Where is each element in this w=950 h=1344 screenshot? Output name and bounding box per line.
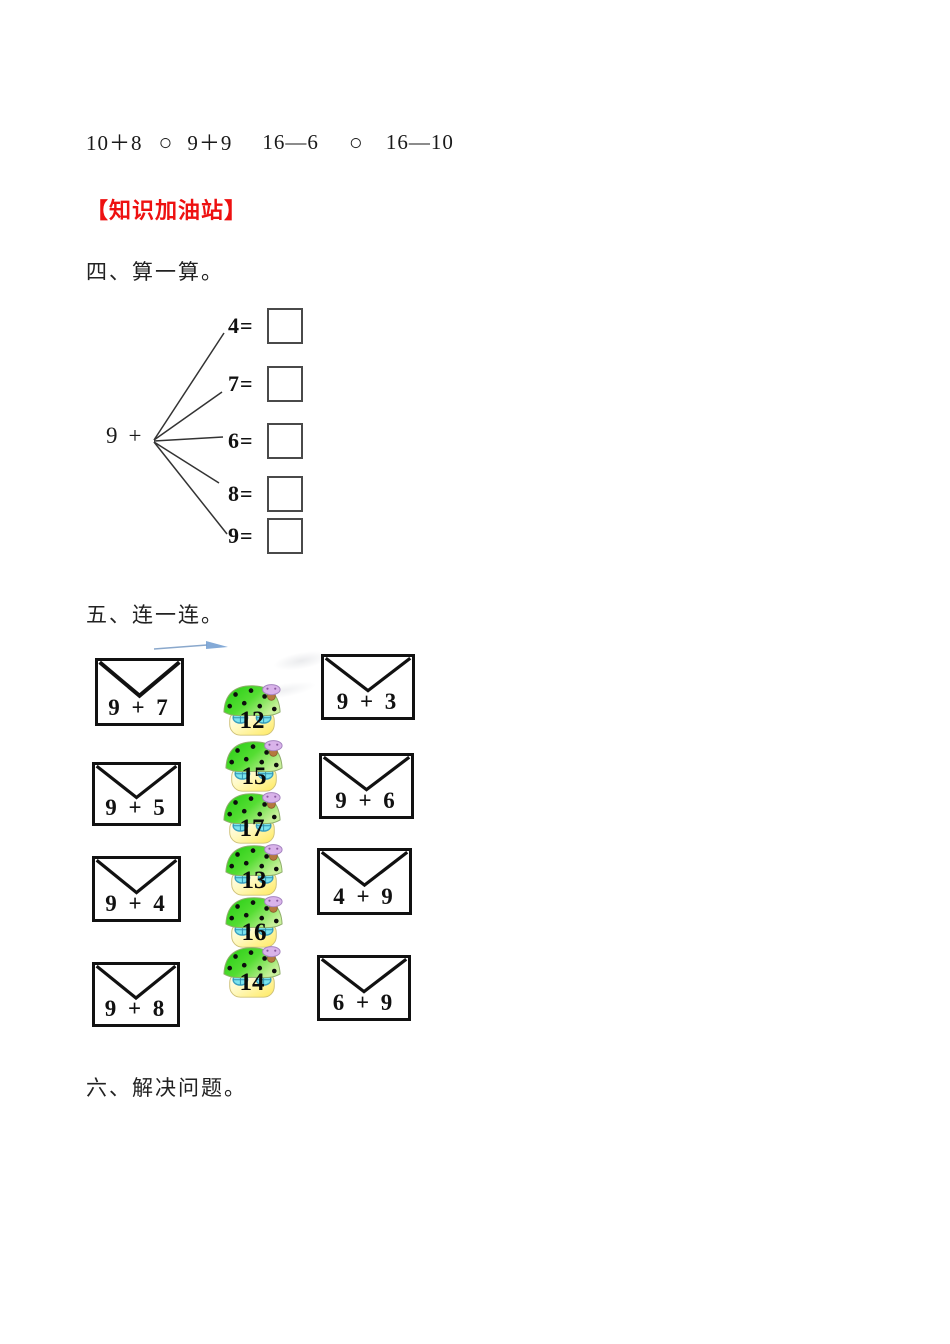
- mushroom-13[interactable]: 13: [223, 842, 285, 898]
- section4-title: 四、算一算。: [86, 260, 224, 284]
- envelope-label: 9 + 3: [336, 689, 400, 714]
- envelope-flap-icon: [320, 851, 409, 889]
- envelope-flap-icon: [324, 657, 412, 694]
- mushroom-number: 15: [241, 763, 267, 790]
- comparison-expression: 16—10: [385, 129, 454, 154]
- knowledge-station-heading: 【知识加油站】: [86, 198, 248, 223]
- envelope-label: 6 + 9: [332, 990, 396, 1015]
- fan-row: 7=: [228, 366, 303, 402]
- fan-row-label: 8=: [228, 481, 254, 506]
- fan-row-label: 4=: [228, 313, 254, 338]
- envelope-9plus8[interactable]: 9 + 8: [92, 962, 180, 1027]
- fan-row-label: 7=: [228, 371, 254, 396]
- envelope-9plus7[interactable]: 9 + 7: [95, 658, 184, 726]
- envelope-flap-icon: [95, 859, 178, 896]
- envelope-4plus9[interactable]: 4 + 9: [317, 848, 412, 915]
- answer-box[interactable]: [267, 476, 303, 512]
- envelope-label: 9 + 4: [105, 891, 168, 916]
- fan-base-number: 9: [106, 423, 118, 448]
- blue-arrow-artifact: [153, 641, 228, 650]
- comparison-circle-1[interactable]: ○: [158, 129, 174, 155]
- envelope-flap-icon: [95, 765, 178, 801]
- mushroom-number: 17: [239, 815, 265, 842]
- comparison-circle-2[interactable]: ○: [348, 129, 364, 155]
- envelope-flap-icon: [320, 958, 408, 995]
- fan-row-label: 9=: [228, 523, 254, 548]
- answer-box[interactable]: [267, 366, 303, 402]
- envelope-label: 9 + 7: [108, 695, 171, 720]
- envelope-label: 4 + 9: [333, 884, 396, 909]
- mushroom-15[interactable]: 15: [223, 738, 285, 794]
- mushroom-16[interactable]: 16: [223, 894, 285, 950]
- answer-box[interactable]: [267, 518, 303, 554]
- comparison-expression: 10＋8: [86, 131, 143, 155]
- mushroom-17[interactable]: 17: [221, 790, 283, 846]
- answer-box[interactable]: [267, 308, 303, 344]
- mushroom-12[interactable]: 12: [221, 682, 283, 738]
- section5-title: 五、连一连。: [86, 603, 224, 627]
- comparison-expression: 9＋9: [187, 131, 233, 155]
- comparison-expression: 16—6: [262, 129, 319, 154]
- mushroom-number: 14: [239, 969, 265, 996]
- section6-title: 六、解决问题。: [86, 1076, 247, 1100]
- fan-row: 9=: [228, 518, 303, 554]
- comparison-exercise-row: 10＋8 ○ 9＋9 16—6 ○ 16—10: [86, 127, 454, 157]
- mushroom-number: 13: [241, 867, 267, 894]
- mushroom-number: 16: [241, 919, 267, 946]
- fan-operator: +: [128, 423, 142, 448]
- envelope-9plus5[interactable]: 9 + 5: [92, 762, 181, 826]
- envelope-label: 9 + 5: [105, 795, 168, 820]
- envelope-9plus4[interactable]: 9 + 4: [92, 856, 181, 922]
- fan-lines: [153, 332, 228, 535]
- fan-row: 6=: [228, 423, 303, 459]
- envelope-6plus9[interactable]: 6 + 9: [317, 955, 411, 1021]
- envelope-9plus6[interactable]: 9 + 6: [319, 753, 414, 819]
- envelope-flap-icon: [322, 756, 411, 793]
- envelope-flap-icon: [98, 661, 181, 699]
- mushroom-number: 12: [239, 707, 265, 734]
- envelope-label: 9 + 8: [104, 996, 168, 1021]
- envelope-label: 9 + 6: [335, 788, 398, 813]
- mushroom-14[interactable]: 14: [221, 944, 283, 1000]
- envelope-9plus3[interactable]: 9 + 3: [321, 654, 415, 720]
- envelope-flap-icon: [95, 965, 177, 1002]
- fan-row: 4=: [228, 308, 303, 344]
- fan-row-label: 6=: [228, 428, 254, 453]
- answer-box[interactable]: [267, 423, 303, 459]
- fan-base-expression: 9 +: [106, 423, 141, 449]
- fan-row: 8=: [228, 476, 303, 512]
